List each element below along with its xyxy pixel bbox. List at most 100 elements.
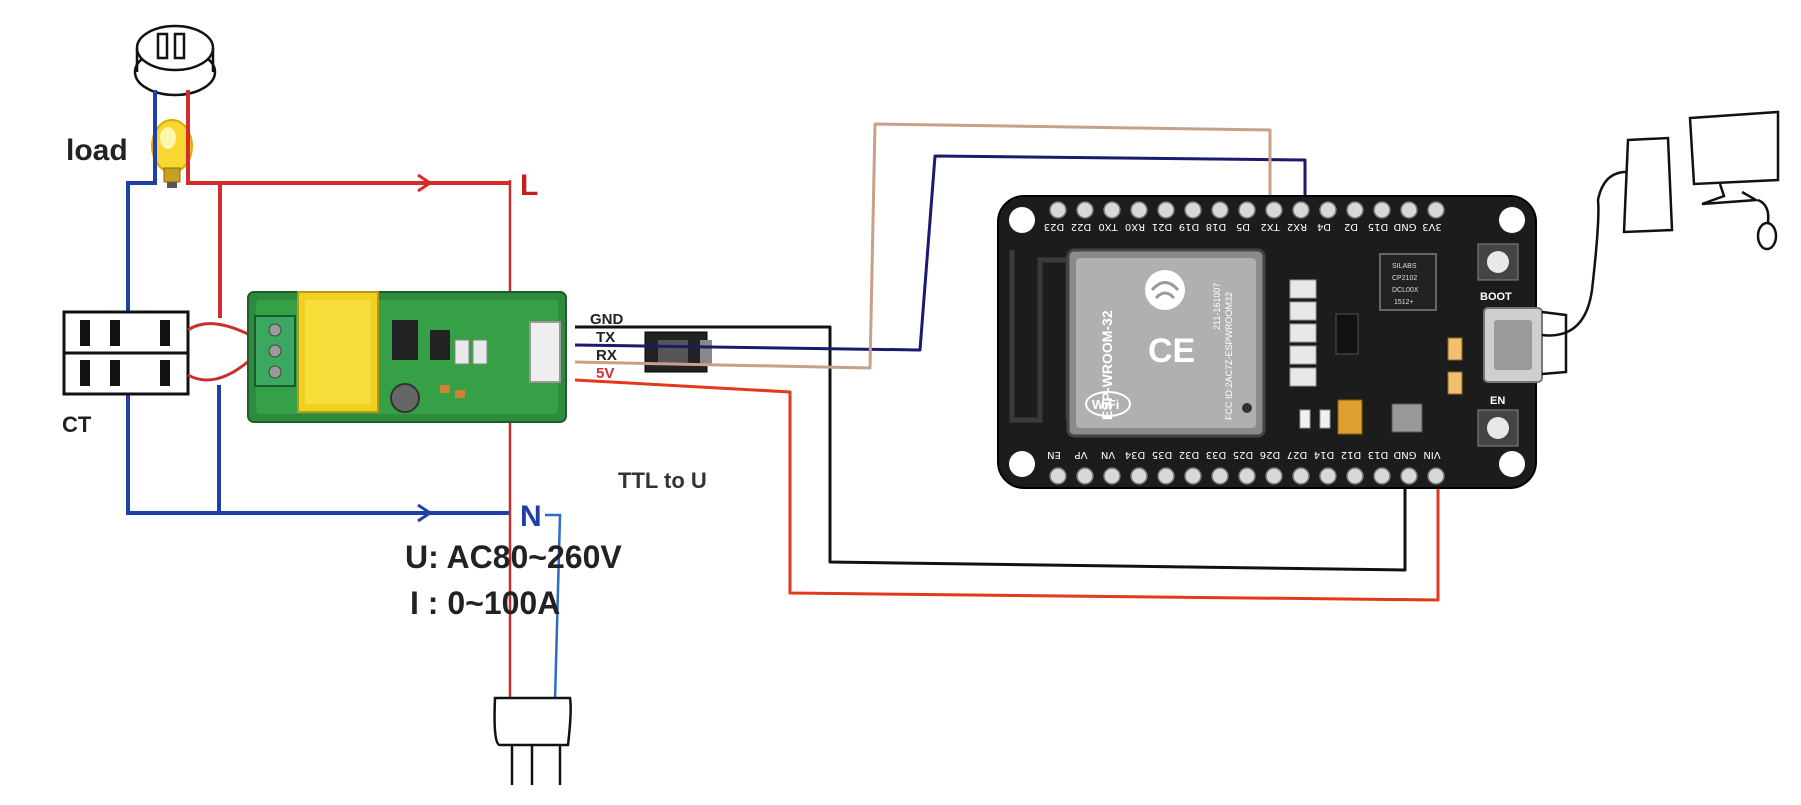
- ce-mark: CE: [1148, 332, 1195, 370]
- pin-pad-top-d19: [1184, 201, 1202, 219]
- pin-pad-top-d15: [1373, 201, 1391, 219]
- pin-5v-label: 5V: [596, 365, 614, 382]
- pin-label-bottom-d13: D13: [1368, 449, 1388, 460]
- pin-rx-label: RX: [596, 347, 617, 364]
- computer-icon: [1622, 110, 1780, 251]
- pzem-module: [247, 291, 567, 423]
- pin-label-top-tx2: TX2: [1260, 221, 1280, 232]
- usb-cable: [1541, 170, 1631, 337]
- pin-label-top-d23: D23: [1044, 221, 1064, 232]
- en-button-label: EN: [1490, 395, 1505, 407]
- pin-pad-bottom-d35: [1157, 467, 1175, 485]
- pin-pad-top-d4: [1319, 201, 1337, 219]
- wifi-text: WiFi: [1092, 397, 1119, 412]
- ct-clamp-icon: [62, 310, 190, 396]
- plug-icon: [493, 696, 572, 785]
- esp32-board: ESP-WROOM-32 CE FCC ID:2AC7Z-ESPWROOM32 …: [997, 195, 1543, 489]
- usb-plug-outline: [1541, 310, 1568, 376]
- fcc-id: FCC ID:2AC7Z-ESPWROOM32: [1224, 292, 1234, 420]
- voltage-spec: U: AC80~260V: [405, 539, 622, 575]
- usb-chip-line2: CP2102: [1392, 275, 1417, 282]
- pin-pad-top-tx0: [1103, 201, 1121, 219]
- pin-pad-top-d2: [1346, 201, 1364, 219]
- pin-label-top-d22: D22: [1071, 221, 1091, 232]
- pin-label-bottom-d35: D35: [1152, 449, 1172, 460]
- pin-pad-top-rx2: [1292, 201, 1310, 219]
- load-label: load: [66, 134, 128, 167]
- pin-pad-bottom-vp: [1076, 467, 1094, 485]
- rx-signal-wire: [574, 122, 1272, 370]
- pin-pad-top-gnd: [1400, 201, 1418, 219]
- module-pin-labels: GND TX RX 5V: [590, 311, 624, 382]
- pin-label-bottom-d26: D26: [1260, 449, 1280, 460]
- pin-label-top-tx0: TX0: [1098, 221, 1118, 232]
- pin-pad-bottom-gnd: [1400, 467, 1418, 485]
- bulb-icon: [151, 119, 193, 188]
- pin-gnd-label: GND: [590, 311, 624, 328]
- pin-pad-bottom-d25: [1238, 467, 1256, 485]
- pin-pad-bottom-d14: [1319, 467, 1337, 485]
- pin-label-bottom-vin: VIN: [1423, 449, 1440, 460]
- pin-label-bottom-d12: D12: [1341, 449, 1361, 460]
- boot-label: BOOT: [1480, 291, 1512, 303]
- pin-pad-bottom-d12: [1346, 467, 1364, 485]
- pin-pad-bottom-d33: [1211, 467, 1229, 485]
- pin-label-top-rx0: RX0: [1125, 221, 1145, 232]
- pin-label-bottom-d32: D32: [1179, 449, 1199, 460]
- pin-pad-bottom-d13: [1373, 467, 1391, 485]
- pin-pad-top-d5: [1238, 201, 1256, 219]
- pin-pad-top-3v3: [1427, 201, 1445, 219]
- usb-chip-line3: DCL00X: [1392, 287, 1419, 294]
- pin-pad-top-d23: [1049, 201, 1067, 219]
- cert-no: 211-161007: [1212, 283, 1222, 330]
- pin-label-bottom-vp: VP: [1075, 449, 1088, 460]
- tx-signal-wire: [574, 154, 1307, 352]
- socket-icon: [133, 24, 217, 97]
- wifi-logo: WiFi: [1085, 391, 1131, 417]
- ct-leads: [187, 322, 251, 382]
- pin-label-top-gnd: GND: [1393, 221, 1416, 232]
- pin-tx-label: TX: [596, 329, 615, 346]
- neutral-wire: [126, 90, 510, 523]
- gnd-signal-wire: [575, 325, 1407, 572]
- pin-pad-bottom-vin: [1427, 467, 1445, 485]
- pin-pad-top-d21: [1157, 201, 1175, 219]
- pin-label-top-d21: D21: [1152, 221, 1172, 232]
- pin-label-top-d18: D18: [1206, 221, 1226, 232]
- pin-label-bottom-d14: D14: [1314, 449, 1334, 460]
- pin-pad-top-tx2: [1265, 201, 1283, 219]
- pin-pad-bottom-en: [1049, 467, 1067, 485]
- pin-pad-bottom-vn: [1103, 467, 1121, 485]
- pin-label-bottom-vn: VN: [1101, 449, 1115, 460]
- pin-label-top-3v3: 3V3: [1422, 221, 1442, 232]
- pin-pad-top-d22: [1076, 201, 1094, 219]
- pin-label-top-d4: D4: [1317, 221, 1331, 232]
- pin-pad-bottom-d26: [1265, 467, 1283, 485]
- usb-chip-line1: SILABS: [1392, 263, 1417, 270]
- pin-pad-bottom-d34: [1130, 467, 1148, 485]
- neutral-label: N: [520, 500, 542, 533]
- current-spec: I : 0~100A: [410, 585, 560, 621]
- live-wire: [186, 90, 510, 318]
- pin-pad-bottom-d32: [1184, 467, 1202, 485]
- pin-label-bottom-en: EN: [1047, 449, 1061, 460]
- pin-label-top-rx2: RX2: [1287, 221, 1307, 232]
- ct-label: CT: [62, 412, 92, 437]
- pin-label-top-d2: D2: [1344, 221, 1358, 232]
- pin-label-bottom-d34: D34: [1125, 449, 1145, 460]
- pin-label-bottom-d25: D25: [1233, 449, 1253, 460]
- pin-label-bottom-d33: D33: [1206, 449, 1226, 460]
- ttl-note: TTL to U: [618, 468, 707, 493]
- power-signal-wire: [574, 378, 1440, 602]
- pin-pad-top-rx0: [1130, 201, 1148, 219]
- pin-label-top-d19: D19: [1179, 221, 1199, 232]
- pin-pad-top-d18: [1211, 201, 1229, 219]
- pin-label-top-d5: D5: [1236, 221, 1250, 232]
- pin-label-bottom-d27: D27: [1287, 449, 1307, 460]
- plug-neutral-wire: [545, 513, 562, 701]
- usb-chip-line4: 1512+: [1394, 299, 1414, 306]
- line-label: L: [520, 169, 538, 202]
